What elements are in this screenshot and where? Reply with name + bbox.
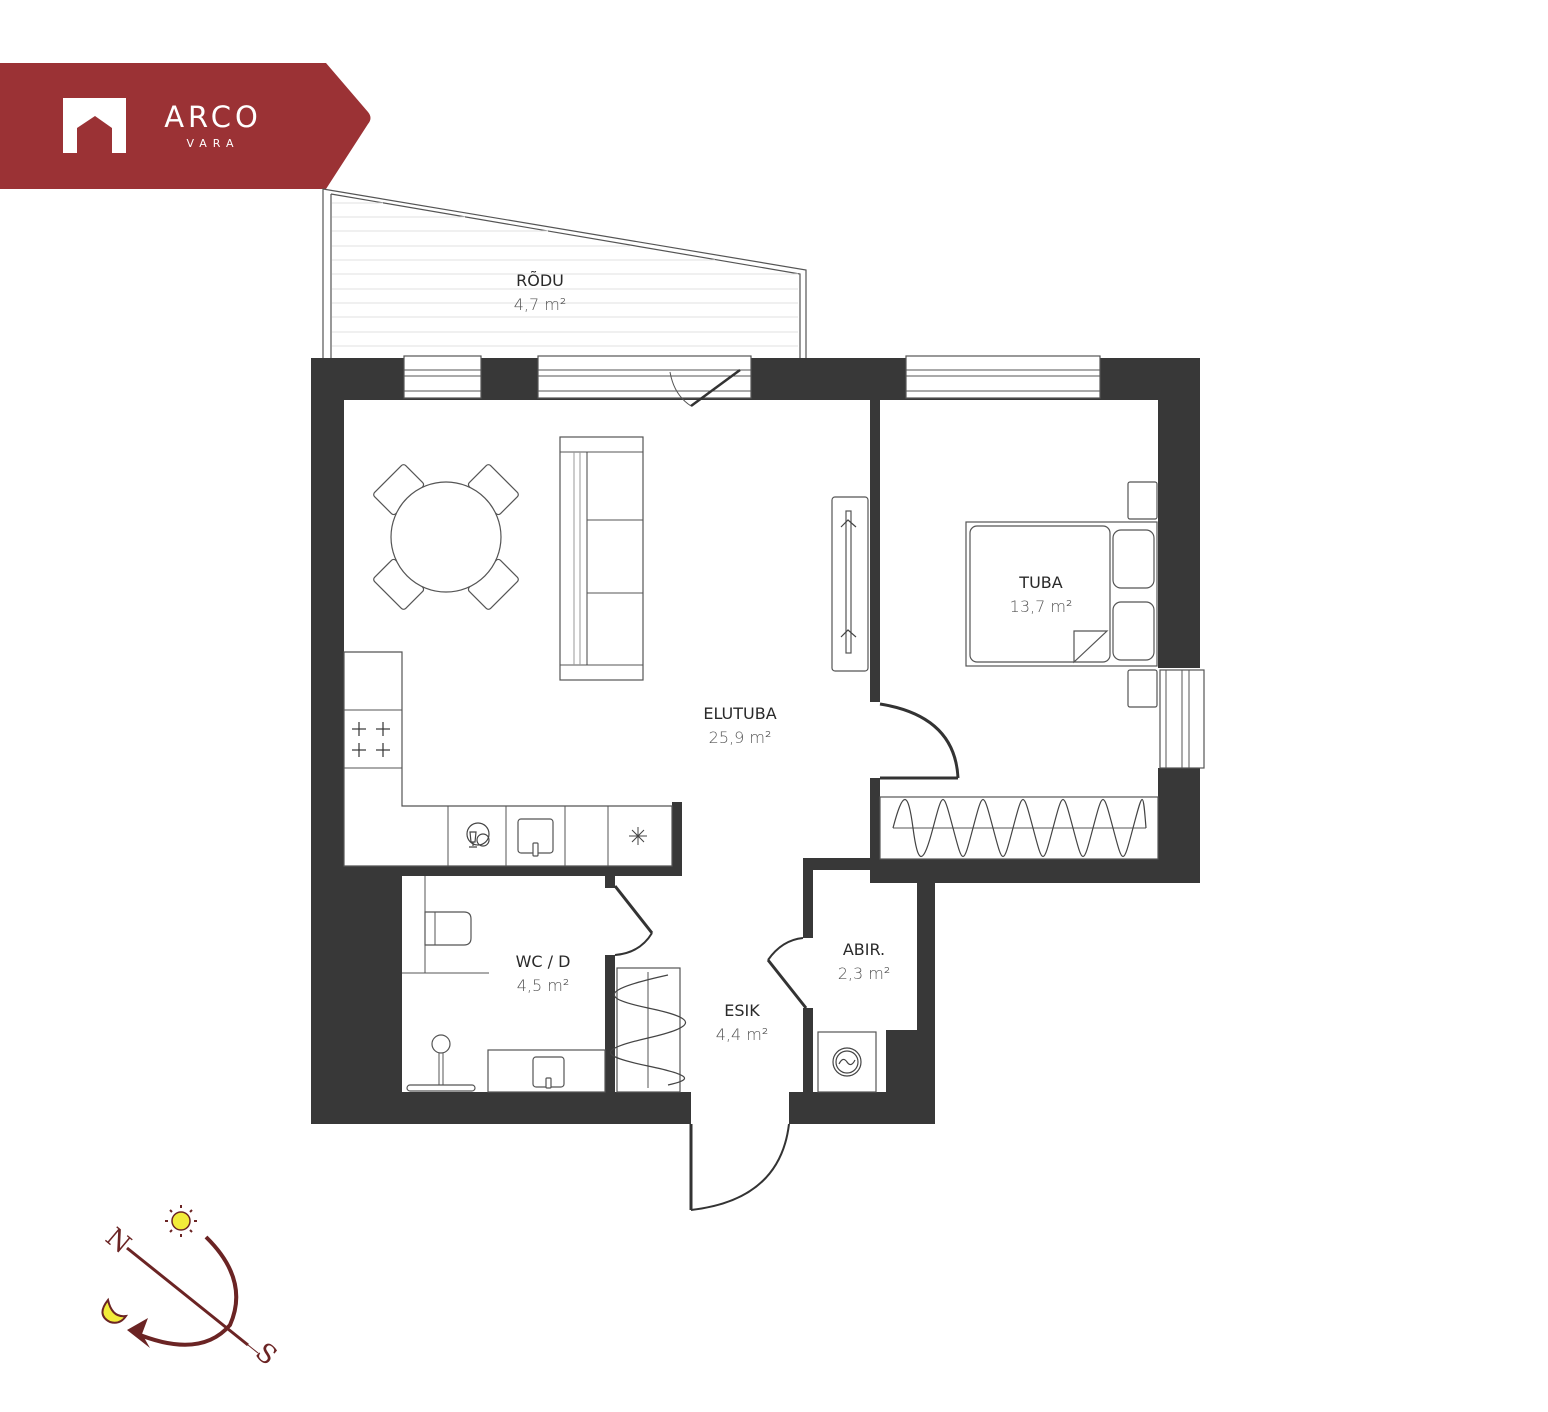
room-area-tuba: 13,7 m²: [1010, 597, 1073, 616]
tv-unit: [831, 496, 869, 672]
arrow-head-icon: [127, 1318, 150, 1348]
fridge-snowflake-icon: [629, 827, 647, 845]
balcony: RÕDU 4,7 m²: [322, 188, 807, 360]
sun-icon: [165, 1205, 197, 1237]
washing-machine-icon: [817, 1031, 877, 1093]
sink-icon: [517, 818, 554, 857]
banner-shape: [0, 63, 371, 189]
sofa: [559, 436, 644, 681]
room-label-esik: ESIK: [724, 1001, 760, 1020]
utility-room: ABIR. 2,3 m²: [766, 937, 891, 1093]
dishwasher-icon: [466, 822, 490, 848]
windows: [403, 355, 1205, 769]
south-label: S: [249, 1337, 282, 1371]
window-bedroom-side: [1159, 669, 1205, 769]
room-label-abir: ABIR.: [843, 940, 885, 959]
bedroom-door: [879, 702, 960, 780]
north-label: N: [100, 1222, 137, 1260]
kitchen: [343, 651, 673, 867]
stove-icon: [352, 722, 390, 757]
toilet-icon: [424, 911, 472, 946]
room-area-esik: 4,4 m²: [716, 1025, 769, 1044]
moon-icon: [101, 1297, 129, 1324]
room-area-abir: 2,3 m²: [838, 964, 891, 983]
room-area-wcd: 4,5 m²: [517, 976, 570, 995]
nightstand-top: [1127, 481, 1158, 520]
shower-icon: [406, 1034, 476, 1092]
compass: N S: [100, 1205, 282, 1372]
window-bedroom-top: [905, 355, 1101, 399]
bathroom: WC / D 4,5 m²: [402, 876, 606, 1093]
wardrobe-bedroom: [879, 796, 1159, 860]
nightstand-bottom: [1127, 669, 1158, 708]
bed: TUBA 13,7 m²: [965, 481, 1158, 708]
brand-name: ARCO: [164, 100, 262, 134]
house-arch-icon: [63, 98, 126, 153]
room-label-wcd: WC / D: [516, 952, 571, 971]
room-label-rodu: RÕDU: [516, 271, 564, 290]
balcony-door-window: [537, 355, 752, 408]
window-1: [403, 355, 482, 399]
bathroom-sink: [487, 1049, 606, 1093]
entrance-door: [689, 1123, 790, 1211]
dining-set: [373, 464, 519, 610]
room-area-elutuba: 25,9 m²: [709, 728, 772, 747]
dining-table: [390, 481, 502, 593]
compass-needle-icon: [126, 1246, 249, 1347]
wardrobe-hall: [610, 967, 686, 1093]
brand-subname: VARA: [186, 137, 239, 150]
room-area-rodu: 4,7 m²: [514, 295, 567, 314]
room-label-elutuba: ELUTUBA: [703, 704, 776, 723]
brand-banner: ARCO VARA: [0, 63, 371, 189]
room-label-tuba: TUBA: [1018, 573, 1062, 592]
wc-door: [613, 885, 654, 956]
